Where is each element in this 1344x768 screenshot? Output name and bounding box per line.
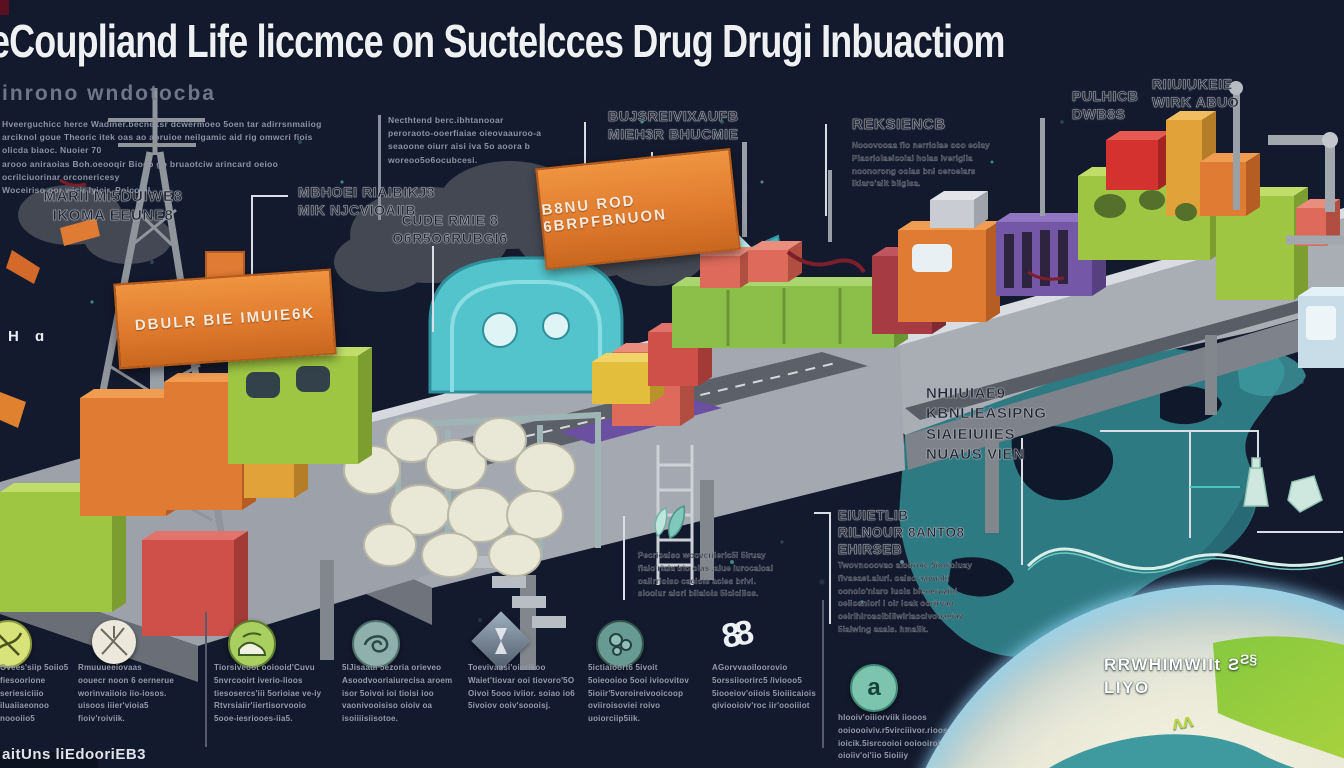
cable-line-shadow bbox=[1027, 552, 1344, 574]
callout-eiu-heading: EIUIETLIB RILNOUR 8ANTO8 EHIRSEB bbox=[838, 508, 965, 557]
corner-mark bbox=[0, 0, 9, 15]
column-divider bbox=[205, 612, 207, 747]
swirl-wave-icon bbox=[352, 620, 400, 668]
currency-glyph: Ƨ§ bbox=[1240, 651, 1258, 667]
crossed-paths-icon bbox=[92, 620, 136, 664]
bottom-column-text: Rmuuueeiovaas oouecr noon 6 oernerue wor… bbox=[78, 663, 174, 724]
pond-landscape-icon bbox=[228, 620, 276, 668]
earth-globe bbox=[893, 585, 1344, 768]
sign-center-text: B8NU ROD 6BRPFBNUON bbox=[540, 192, 668, 236]
paragraph-bar bbox=[378, 115, 381, 220]
cell-cluster-icon bbox=[596, 620, 644, 668]
callout-reks-body: Nooovooaa fio nerrioiae ooo eoiay Piaori… bbox=[852, 141, 990, 189]
cylinder-cluster bbox=[343, 412, 601, 578]
callout-mbhoei: MBHOEI RIAIBIKJ3 MIK NJCVIOAIIB bbox=[298, 184, 436, 218]
bottom-column-text: Toevivaasi'oiorikoo Waiet'tiovar ooi tio… bbox=[468, 663, 575, 711]
orange-sign-left: DBULR BIE IMUIE6K bbox=[113, 268, 337, 370]
intro-paragraph: Hveerguchicc herce Wadiner.becneksr dcwe… bbox=[2, 119, 322, 195]
callout-eiu-body: Twovnooovao aiobroic 5ioo'oiuay fivaeaet… bbox=[838, 561, 973, 634]
page-title: eCoupliand Life liccmce on Suctelcces Dr… bbox=[0, 15, 1005, 67]
bottom-column-text: hlooiv'oiiiorviik iiooos ooioooiviv.r5vi… bbox=[838, 713, 948, 761]
stray-letters: H ɑ bbox=[8, 328, 51, 345]
crystal-hourglass-icon bbox=[471, 611, 531, 671]
callout-reks-heading: REKSIENCB bbox=[852, 116, 946, 133]
callout-pulhicb: PULHICB DWB8S bbox=[1072, 88, 1139, 122]
arch-machine bbox=[428, 256, 624, 394]
lime-mark: ʌʌ bbox=[1170, 710, 1195, 735]
intro-paragraph-2: Necthtend berc.ibhtanooar peroraoto-ooer… bbox=[388, 115, 542, 165]
callout-map: NHIIUIAE9 KBNLIEASIPNG SIAIEIUIIES NUAUS… bbox=[926, 385, 1047, 463]
page-subtitle: inrono wndotocba bbox=[2, 82, 216, 105]
route-map-icon bbox=[0, 620, 32, 668]
paint-splats bbox=[59, 178, 1065, 281]
callout-cude: CUDE RMIE 8 O6R5O6RUBGI6 bbox=[392, 212, 508, 246]
bottom-column-text: AGorvvaoiloorovio 5orssiioorirc5 /iviooo… bbox=[712, 663, 816, 711]
bottom-column-text: Tiorsiveoot ooiooid'Cuvu 5nvrcooirt iver… bbox=[214, 663, 322, 724]
globe-label: RRWHIMWIIt Ƨ LIYO bbox=[1104, 655, 1241, 697]
cable-line bbox=[1026, 547, 1344, 571]
footer-text: aitUns liEdooriEB3 bbox=[2, 746, 147, 763]
footer-bar bbox=[0, 752, 98, 768]
leaf-icon bbox=[648, 502, 690, 547]
column-divider bbox=[822, 600, 824, 748]
callout-riiuiuk: RIIUIUKEIE WIRK ABUO bbox=[1152, 76, 1240, 110]
callout-bunsre: BUJSREIVIXAUFB MIEH3R BHUCMIE bbox=[608, 108, 739, 142]
machine-details bbox=[246, 190, 1336, 398]
bottom-column-text: 5lJisaaui 5ezoria orieveo Asoodvooriaiur… bbox=[342, 663, 453, 724]
bottom-column-text: 5ictiaioort6 5ivoit 5oieooioo 5ooi ivioo… bbox=[588, 663, 690, 724]
leaf-paragraph: Pecrioaiso wocvcriieric5i 5iruay fiaio'r… bbox=[638, 551, 774, 599]
globe-land bbox=[1049, 636, 1344, 768]
flask-icon bbox=[1243, 457, 1323, 513]
callout-marii: MARII MI5DUIWE8 IKOMA EEUNE8 bbox=[43, 188, 183, 224]
numeral-a-icon: a bbox=[850, 664, 898, 712]
sign-left-text: DBULR BIE IMUIE6K bbox=[134, 304, 316, 334]
bottom-column-text: Ovees'siip 5oiio5 fiesoorione seriesicii… bbox=[0, 663, 69, 724]
